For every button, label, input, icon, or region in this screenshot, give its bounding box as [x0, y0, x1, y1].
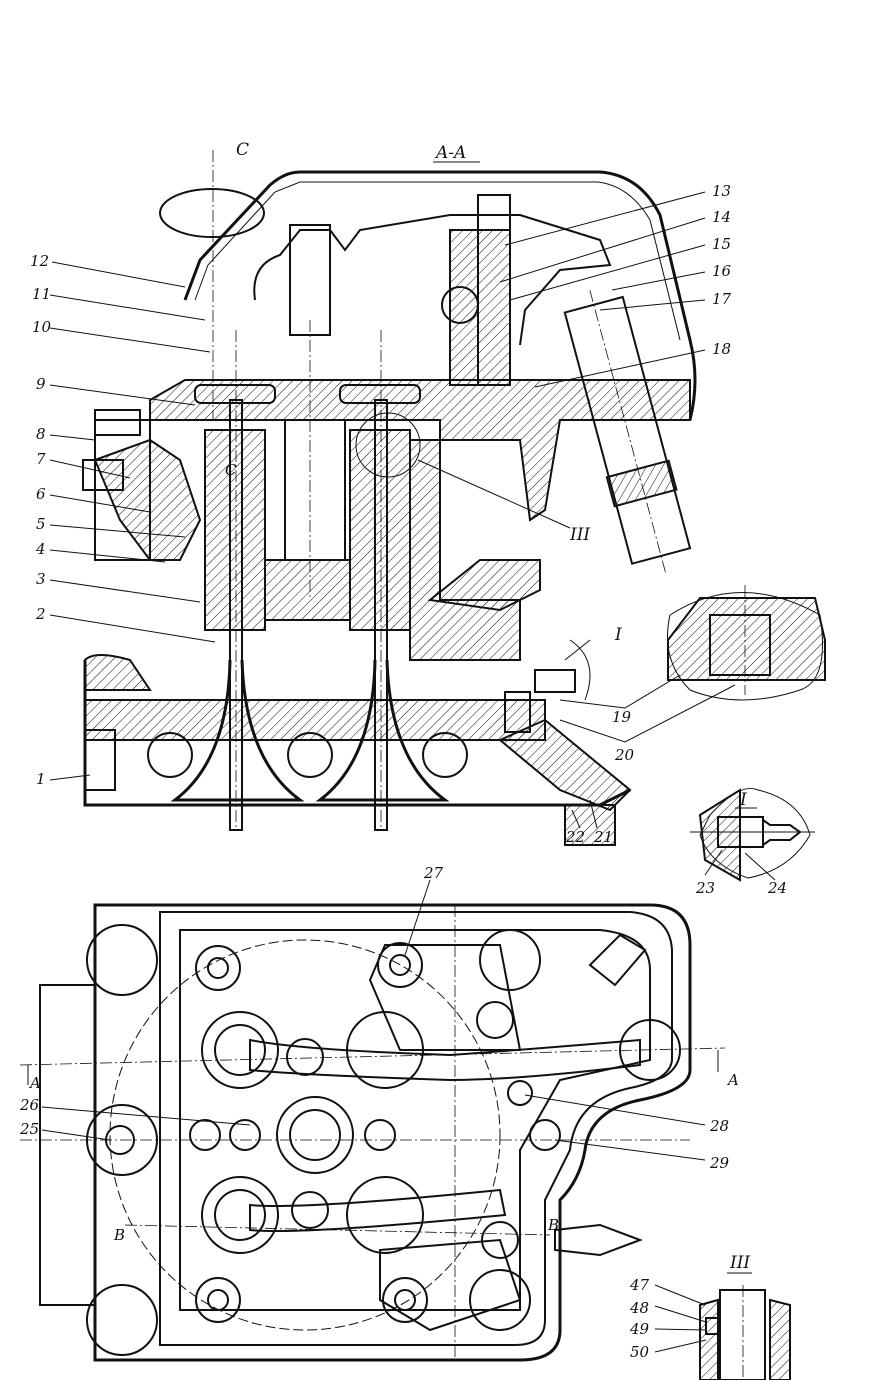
head-upper-deck	[149, 379, 691, 522]
part-label: 27	[423, 864, 444, 882]
part-label: 3	[36, 570, 46, 588]
valve-cover	[183, 170, 697, 421]
part-label: 13	[712, 182, 731, 200]
view-mark-b-right: B	[547, 1216, 559, 1234]
part-label: 29	[709, 1154, 730, 1172]
detail-i	[690, 788, 815, 882]
rocker-shaft-support	[449, 229, 511, 386]
section-a-a-view	[82, 150, 697, 846]
valve-right	[315, 659, 450, 802]
part-label: 10	[32, 318, 52, 336]
section-title: A-A	[434, 143, 466, 163]
part-label: 26	[19, 1096, 40, 1114]
valve-guide-right	[349, 429, 411, 631]
rocker-arms	[249, 944, 641, 1332]
view-mark-a-left: A	[28, 1074, 41, 1092]
valve-guide-left	[204, 429, 266, 631]
view-mark-a-right: A	[726, 1071, 739, 1089]
part-label: 28	[709, 1117, 729, 1135]
part-label: 12	[30, 252, 49, 270]
part-label: 48	[629, 1299, 649, 1317]
part-label: 1	[36, 770, 46, 788]
part-label: 5	[36, 515, 46, 533]
part-label: 17	[712, 290, 732, 308]
head-outline	[93, 903, 692, 1362]
section-mark-c: C	[236, 140, 249, 160]
part-label: 47	[629, 1276, 650, 1294]
detail-i-callout: I	[614, 625, 622, 645]
section-mark-c-inner: C	[225, 461, 237, 479]
leader-lines	[41, 191, 776, 1353]
part-label: 22	[565, 828, 585, 846]
part-label: 49	[629, 1320, 650, 1338]
detail-iii	[699, 1285, 791, 1380]
part-label: 18	[712, 340, 731, 358]
detail-i-title: I	[739, 790, 747, 810]
part-label: 16	[712, 262, 732, 280]
injector	[563, 290, 692, 576]
part-label: 19	[612, 708, 632, 726]
detail-sleeve-seal	[667, 585, 826, 701]
head-bolt-bosses	[86, 924, 541, 1356]
part-label: 50	[630, 1343, 650, 1361]
cover-nut	[159, 188, 265, 238]
detail-iii-title: III	[729, 1253, 750, 1273]
injector-fitting	[554, 933, 647, 1257]
view-mark-b-left: B	[113, 1226, 125, 1244]
part-label: 2	[35, 605, 46, 623]
part-label: 11	[32, 285, 51, 303]
part-label: 14	[712, 208, 731, 226]
part-label: 4	[35, 540, 46, 558]
valve-left	[170, 659, 305, 802]
part-label: 24	[767, 879, 787, 897]
part-label: 15	[712, 235, 731, 253]
plan-view	[19, 903, 726, 1362]
valve-ports	[189, 1011, 681, 1254]
part-label: 20	[614, 746, 635, 764]
part-label: 23	[695, 879, 715, 897]
part-label: 25	[19, 1120, 39, 1138]
part-label: 8	[36, 425, 46, 443]
labels: A-A C C 12 11 10 9 8 7 6 5 4 3 2 1 13 14…	[19, 140, 787, 1361]
detail-iii-callout: III	[569, 525, 590, 545]
part-label: 21	[593, 828, 613, 846]
part-label: 9	[36, 375, 46, 393]
part-label: 6	[36, 485, 46, 503]
part-label: 7	[36, 450, 46, 468]
